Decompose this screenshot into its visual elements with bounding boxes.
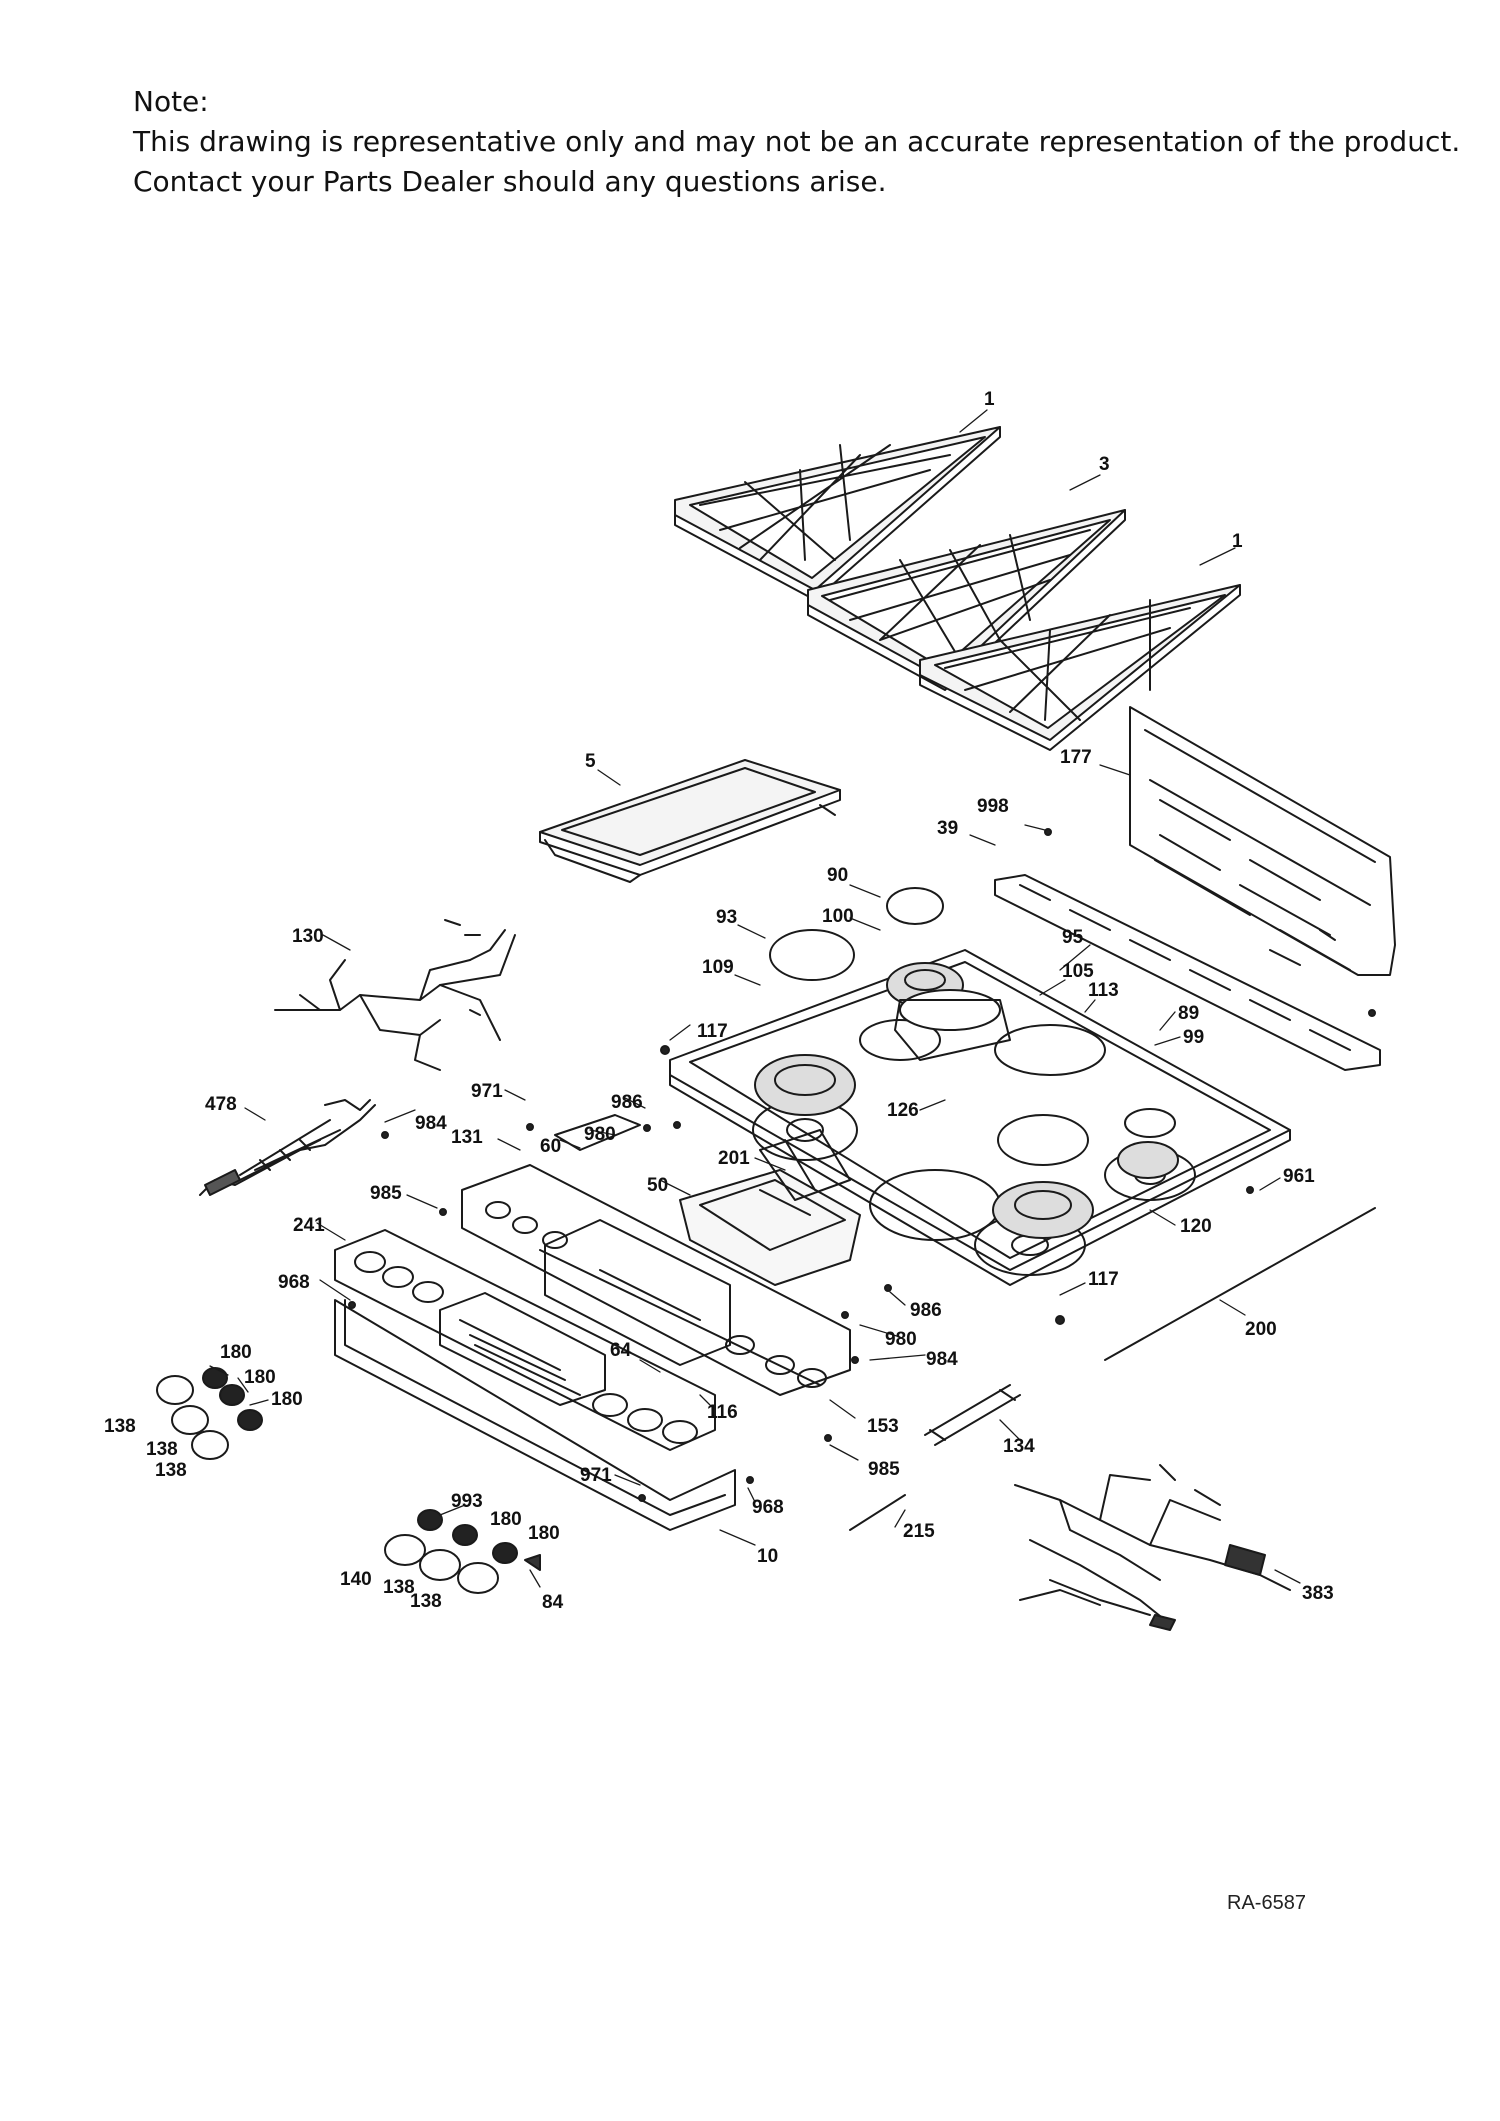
callout-993: 993 [451,1491,483,1512]
callout-126: 126 [887,1100,919,1121]
control-panel [334,1229,716,1451]
part-201 [759,1129,851,1201]
manifold-panel [461,1164,851,1396]
callout-138-e: 138 [410,1591,442,1612]
callout-100: 100 [822,906,854,927]
callout-5: 5 [585,751,596,772]
fasteners [348,828,1376,1502]
callout-64: 64 [610,1340,632,1361]
note-line-1: This drawing is representative only and … [133,125,1461,158]
callout-971-bottom: 971 [580,1465,612,1486]
callout-138-d: 138 [383,1577,415,1598]
callout-153: 153 [867,1416,899,1437]
callout-89: 89 [1178,1003,1199,1024]
callout-117-top: 117 [697,1021,728,1042]
grate-right [919,584,1241,751]
knobs-left [156,1367,263,1460]
callout-980-bottom: 980 [885,1329,917,1350]
grate-center [807,509,1126,691]
callout-39: 39 [937,818,958,839]
callout-3: 3 [1099,454,1110,475]
callout-10: 10 [757,1546,778,1567]
wire-harness-upper-left [274,919,516,1071]
disclaimer-note: Note: This drawing is representative onl… [133,82,1460,202]
callout-998: 998 [977,796,1009,817]
callout-180-a: 180 [220,1342,252,1363]
front-trim [334,1299,736,1531]
callout-95: 95 [1062,927,1084,948]
callout-180-b: 180 [244,1367,276,1388]
wire-harness-lower-right [1014,1464,1291,1631]
callout-140: 140 [340,1569,372,1590]
callout-984-left: 984 [415,1113,447,1134]
callout-177: 177 [1060,747,1092,768]
callout-117-bottom: 117 [1088,1269,1119,1290]
callout-986-top: 986 [611,1092,643,1113]
callout-180-c: 180 [271,1389,303,1410]
callout-971-top: 971 [471,1081,503,1102]
callout-134: 134 [1003,1436,1035,1457]
callout-241: 241 [293,1215,325,1236]
burners [754,887,1179,1239]
callout-383: 383 [1302,1583,1334,1604]
note-line-2: Contact your Parts Dealer should any que… [133,165,887,198]
leader-lines [209,409,1301,1588]
callout-90: 90 [827,865,848,886]
callout-138-b: 138 [146,1439,178,1460]
callout-180-d: 180 [490,1509,522,1530]
callout-984-right: 984 [926,1349,958,1370]
harness-134 [924,1384,1021,1446]
callout-116: 116 [707,1402,738,1423]
callout-1-right-grate: 1 [1232,531,1243,552]
callout-985-top: 985 [370,1183,402,1204]
callout-105: 105 [1062,961,1094,982]
callout-200: 200 [1245,1319,1277,1340]
callout-961: 961 [1283,1166,1315,1187]
griddle [539,759,841,883]
tube-215 [849,1494,906,1531]
callout-968-left: 968 [278,1272,310,1293]
callout-1-top-grate: 1 [984,389,995,410]
harness-478 [199,1099,376,1196]
callout-138-c: 138 [155,1460,187,1481]
callout-180-e: 180 [528,1523,560,1544]
callout-968-right: 968 [752,1497,784,1518]
knobs-lower [384,1509,541,1594]
callout-93: 93 [716,907,737,928]
callout-120: 120 [1180,1216,1212,1237]
callout-109: 109 [702,957,734,978]
callout-215: 215 [903,1521,935,1542]
callout-131: 131 [451,1127,483,1148]
drawing-reference-number: RA-6587 [1227,1892,1306,1914]
note-heading: Note: [133,85,209,118]
callout-980-top: 980 [584,1124,616,1145]
callout-113: 113 [1088,980,1119,1001]
rod-200 [1104,1207,1376,1361]
callout-50: 50 [647,1175,668,1196]
backguard [1129,706,1396,976]
control-shield [679,1169,861,1286]
callout-labels: 1 3 1 177 5 998 39 90 93 100 95 130 109 … [104,389,1334,1613]
callout-201: 201 [718,1148,750,1169]
callout-130: 130 [292,926,324,947]
callout-478: 478 [205,1094,237,1115]
callout-985-bottom: 985 [868,1459,900,1480]
callout-99: 99 [1183,1027,1204,1048]
vent-trim [994,874,1381,1071]
callout-986-bottom: 986 [910,1300,942,1321]
callout-84: 84 [542,1592,564,1613]
callout-138-a: 138 [104,1416,136,1437]
cooktop [669,949,1291,1286]
grate-left [674,426,1001,601]
callout-60: 60 [540,1136,561,1157]
